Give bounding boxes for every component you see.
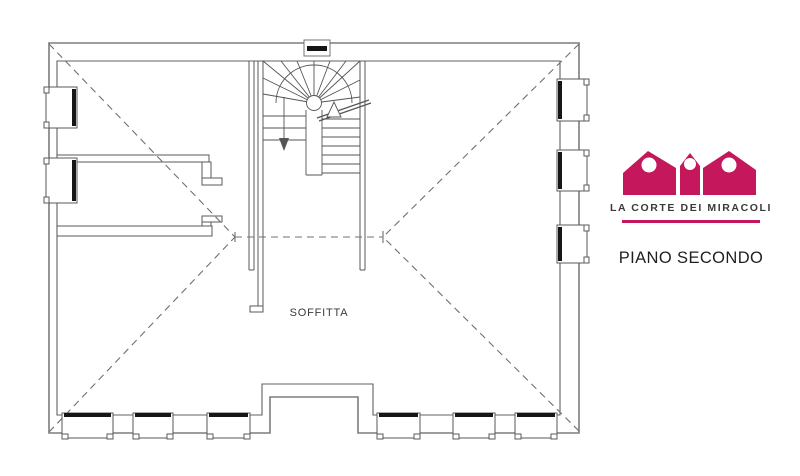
window [556,78,590,122]
hip-line-bottom-left [48,236,236,433]
brand-divider [622,219,760,223]
wall-b [56,225,213,237]
windows [43,78,590,440]
soffitta-label: SOFFITTA [290,307,349,319]
window [556,149,590,192]
wall-a [56,154,210,163]
window [132,412,174,440]
ridge-point-ticks [234,231,384,243]
floor-title: PIANO SECONDO [618,249,764,267]
three-houses-icon [623,151,756,195]
house-middle-window [684,158,696,170]
stair-newel [306,95,322,111]
wall-a-jamb-foot [201,177,223,186]
inner-wall-line [56,60,561,416]
house-right-window [721,157,737,173]
house-right [703,151,756,195]
hip-line-top-left [48,43,236,238]
interior-walls [56,61,366,313]
house-left-window [641,157,657,173]
stair-walkline-arc [275,64,353,104]
stair-west-wall [257,61,264,306]
window [206,412,251,440]
brand-name: LA CORTE DEI MIRACOLI [609,202,773,214]
window [61,412,114,440]
window [452,412,496,440]
window [43,157,78,204]
section-cut-triangle [326,100,342,118]
chimney-flue [307,46,327,51]
stair-spine [305,110,323,176]
room-wall-vertical [248,61,255,271]
house-left [623,151,676,195]
hip-line-bottom-right [382,236,580,432]
stair-east-wall [359,61,366,271]
brand-block: LA CORTE DEI MIRACOLI PIANO SECONDO [606,151,776,268]
hip-line-top-right [382,43,580,238]
window [43,86,78,129]
window [556,224,590,264]
stair-west-wall-foot [249,305,264,313]
stair-winder-treads [262,60,361,104]
roof-hip-lines [48,43,580,433]
wall-b-jamb-foot [201,215,223,223]
window [514,412,558,440]
stair-left-treads [263,115,306,141]
window [376,412,421,440]
section-cut-line [316,99,372,122]
stair-arrowhead-icon [279,138,289,151]
stair-right-treads [322,118,360,174]
staircase [262,39,372,176]
